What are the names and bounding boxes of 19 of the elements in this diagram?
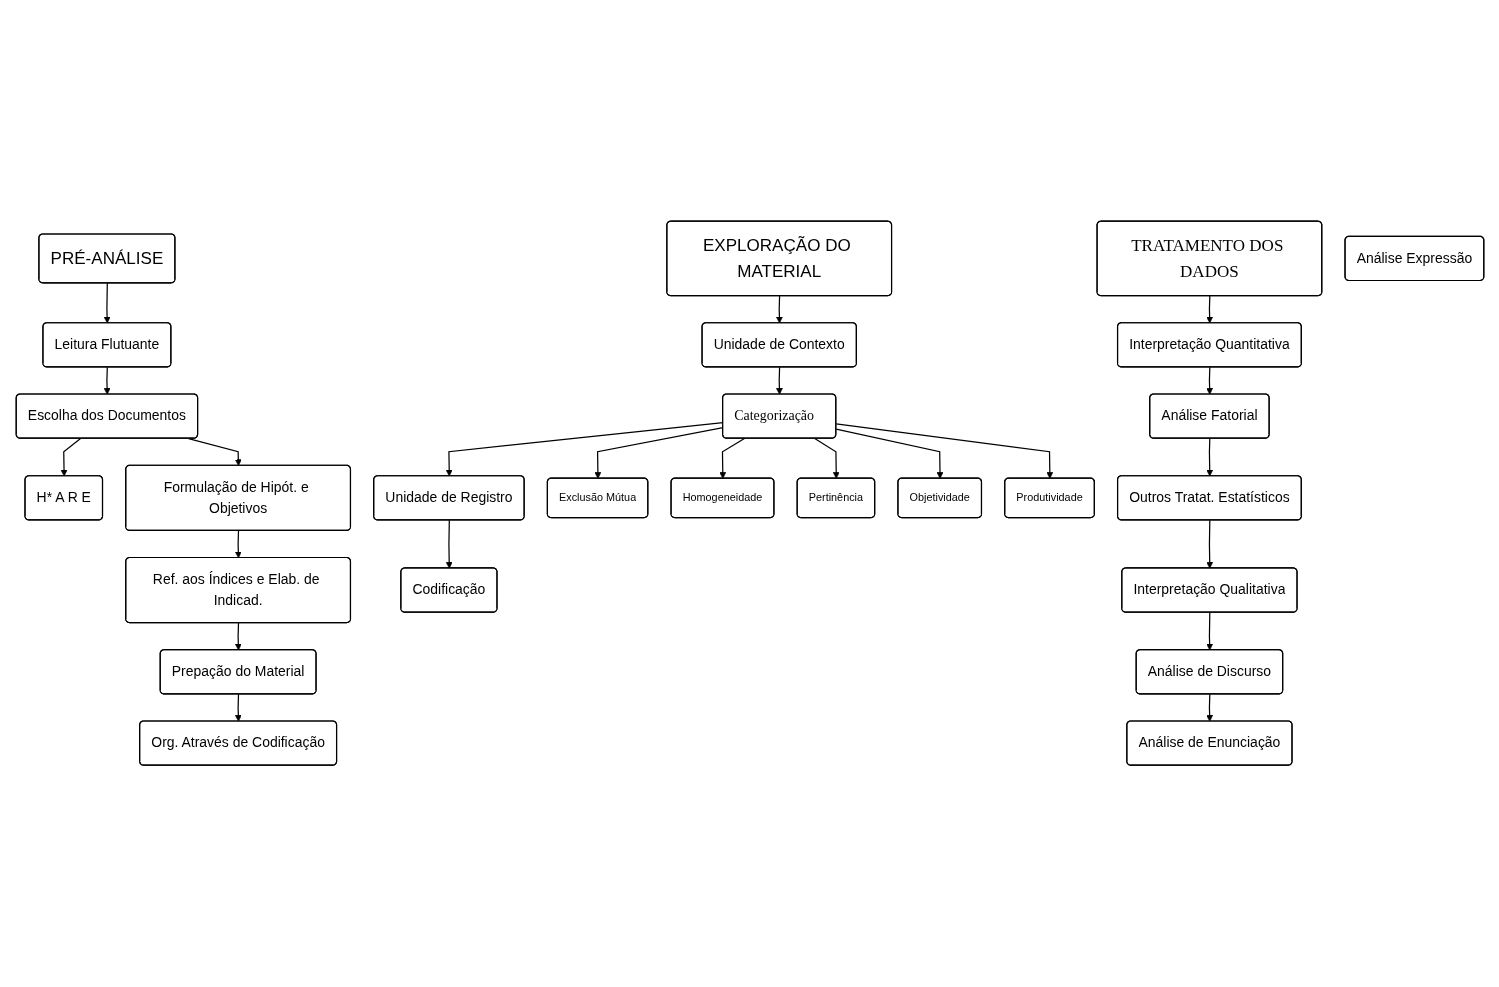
arrow [1205, 366, 1213, 395]
arrow [60, 438, 81, 477]
arrow [1205, 520, 1213, 569]
arrow [1205, 612, 1213, 651]
arrow [445, 520, 453, 569]
arrow [835, 428, 943, 480]
arrow [234, 622, 242, 651]
arrow [775, 366, 783, 395]
arrow [103, 282, 111, 324]
arrow [1205, 438, 1213, 477]
arrow [775, 295, 783, 324]
arrow [1205, 693, 1213, 722]
arrow [1205, 295, 1213, 324]
arrow [813, 438, 840, 480]
arrow [234, 693, 242, 722]
arrow [835, 423, 1053, 480]
arrow [103, 366, 111, 395]
arrow [718, 438, 745, 480]
arrow [234, 530, 242, 559]
